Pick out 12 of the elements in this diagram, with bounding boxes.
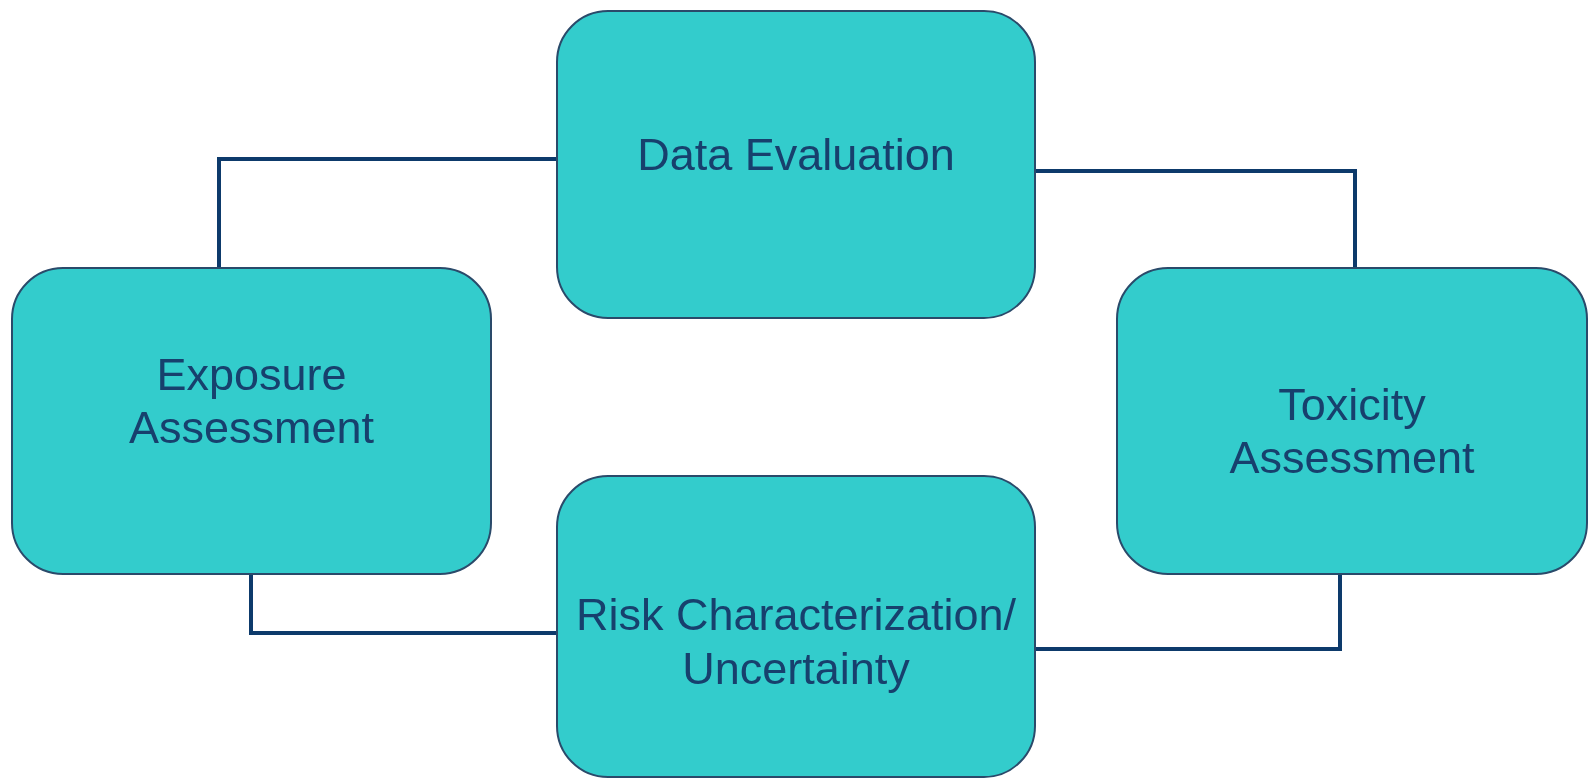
- process-box: [556, 475, 1036, 778]
- connector-line: [1036, 169, 1357, 267]
- box-label: Toxicity Assessment: [1228, 377, 1476, 485]
- connector-line: [217, 157, 556, 267]
- box-label: Data Evaluation: [637, 127, 955, 182]
- box-label: Exposure Assessment: [127, 347, 376, 455]
- process-box: [11, 267, 492, 575]
- process-box: [556, 10, 1036, 319]
- connector-line: [1036, 575, 1342, 651]
- box-label: Risk Characterization/ Uncertainty: [574, 588, 1018, 695]
- process-box: [1116, 267, 1588, 575]
- connector-line: [249, 575, 556, 635]
